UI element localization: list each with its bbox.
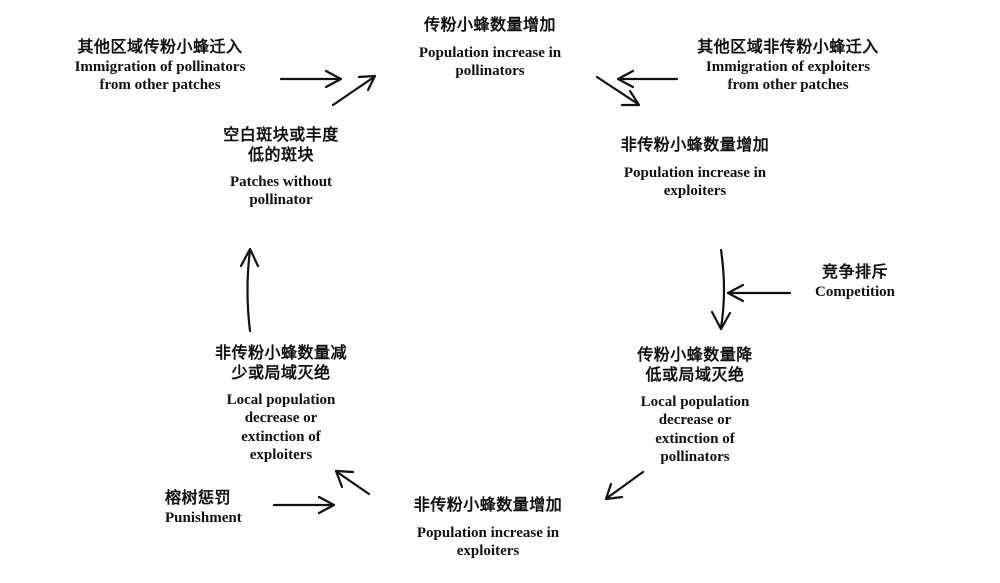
exploiter-decrease-zh-2: 少或局域灭绝	[231, 364, 331, 382]
empty-patches-en-2: pollinator	[249, 192, 313, 209]
pollinator-decrease-en-4: pollinators	[660, 448, 730, 465]
pollinator-decrease-zh-1: 传粉小蜂数量降	[637, 347, 753, 364]
arrow-pollinator-to-exploiter-increase	[595, 75, 641, 107]
pollinator-immigration-en-2: from other patches	[99, 76, 221, 93]
empty-patches-zh-2: 低的斑块	[247, 146, 314, 164]
empty-patches-zh-1: 空白斑块或丰度	[223, 127, 339, 144]
arrow-punishment	[272, 495, 336, 515]
pollinator-decrease-zh-2: 低或局域灭绝	[645, 366, 745, 384]
arrow-pollinator-immigration	[279, 69, 343, 89]
pollinator-immigration-label: 其他区域传粉小蜂迁入 Immigration of pollinators fr…	[40, 38, 280, 94]
exploiter-decrease-en-2: decrease or	[244, 410, 318, 427]
punishment-label: 榕树惩罚 Punishment	[165, 489, 265, 527]
pollinator-immigration-zh: 其他区域传粉小蜂迁入	[77, 39, 243, 56]
exploiter-decrease-en-4: exploiters	[249, 446, 313, 463]
exploiter-increase-bottom-zh: 非传粉小蜂数量增加	[413, 497, 563, 514]
pollinator-increase-en-1: Population increase in	[418, 44, 562, 61]
arrow-competition	[726, 283, 792, 303]
pollinator-immigration-en-1: Immigration of pollinators	[74, 58, 246, 75]
arrow-empty-patches-to-pollinator-increase	[331, 74, 377, 107]
exploiter-increase-top-node: 非传粉小蜂数量增加 Population increase in exploit…	[585, 136, 805, 200]
arrow-exploiter-immigration	[616, 69, 679, 89]
exploiter-increase-bottom-en-2: exploiters	[456, 542, 520, 559]
exploiter-decrease-node: 非传粉小蜂数量减 少或局域灭绝 Local population decreas…	[196, 344, 366, 464]
pollinator-increase-node: 传粉小蜂数量增加 Population increase in pollinat…	[380, 16, 600, 80]
competition-label: 竞争排斥 Competition	[800, 263, 910, 301]
exploiter-immigration-en-1: Immigration of exploiters	[705, 58, 871, 75]
empty-patches-node: 空白斑块或丰度 低的斑块 Patches without pollinator	[196, 126, 366, 210]
exploiter-increase-bottom-en-1: Population increase in	[416, 524, 560, 541]
exploiter-decrease-en-1: Local population	[226, 392, 336, 409]
arrow-exploiter-decrease-to-empty-patches	[239, 247, 260, 333]
pollinator-increase-en-2: pollinators	[455, 62, 525, 79]
arrow-exploiter-increase-to-exploiter-decrease	[334, 469, 371, 496]
arrow-exploiter-increase-to-pollinator-decrease	[710, 248, 732, 331]
punishment-zh: 榕树惩罚	[165, 490, 232, 507]
pollinator-decrease-en-1: Local population	[640, 394, 750, 411]
pollinator-decrease-node: 传粉小蜂数量降 低或局域灭绝 Local population decrease…	[610, 346, 780, 466]
empty-patches-en-1: Patches without	[229, 174, 333, 191]
punishment-en: Punishment	[165, 509, 242, 526]
exploiter-immigration-zh: 其他区域非传粉小蜂迁入	[697, 39, 879, 56]
pollinator-increase-zh: 传粉小蜂数量增加	[423, 17, 556, 34]
exploiter-increase-bottom-node: 非传粉小蜂数量增加 Population increase in exploit…	[378, 496, 598, 560]
exploiter-immigration-label: 其他区域非传粉小蜂迁入 Immigration of exploiters fr…	[668, 38, 908, 94]
exploiter-immigration-en-2: from other patches	[727, 76, 849, 93]
pollinator-decrease-en-2: decrease or	[658, 412, 732, 429]
exploiter-decrease-zh-1: 非传粉小蜂数量减	[214, 345, 347, 362]
exploiter-increase-top-en-1: Population increase in	[623, 164, 767, 181]
exploiter-increase-top-en-2: exploiters	[663, 182, 727, 199]
competition-en: Competition	[815, 283, 895, 300]
pollinator-decrease-en-3: extinction of	[655, 430, 735, 447]
exploiter-increase-top-zh: 非传粉小蜂数量增加	[620, 137, 770, 154]
exploiter-decrease-en-3: extinction of	[241, 428, 321, 445]
competition-zh: 竞争排斥	[821, 264, 888, 281]
arrow-pollinator-decrease-to-exploiter-increase	[604, 470, 645, 501]
